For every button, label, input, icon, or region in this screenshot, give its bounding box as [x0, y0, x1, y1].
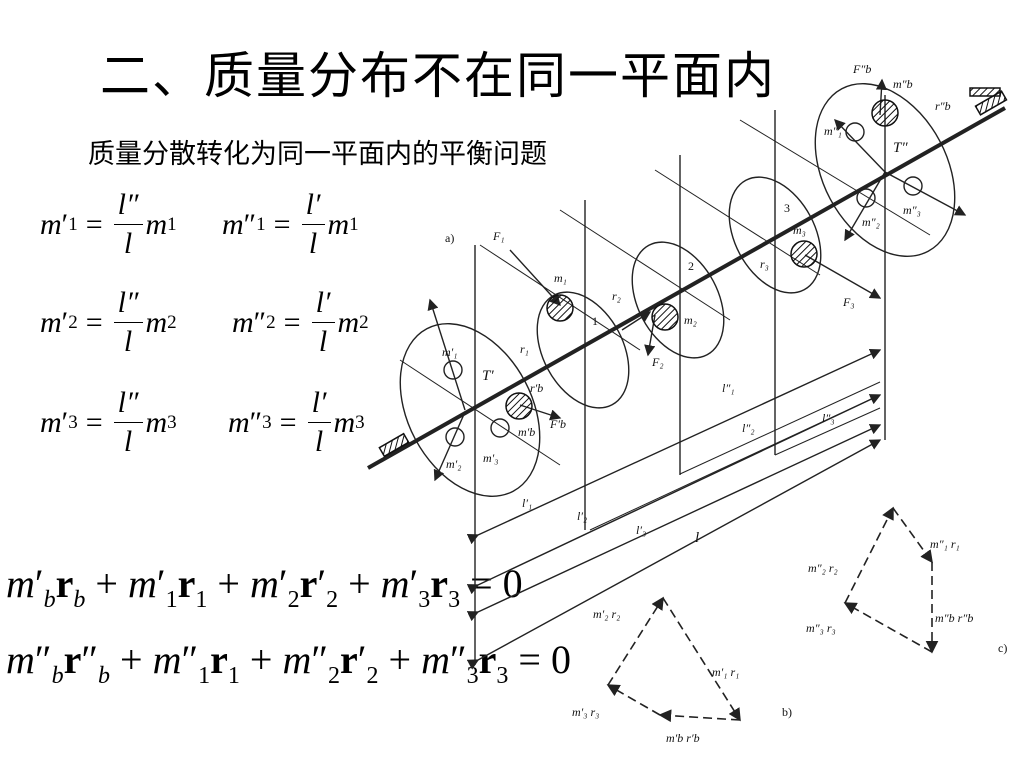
label-c: c): [998, 641, 1007, 655]
disk-2: [631, 241, 725, 359]
label-l-total: l: [695, 530, 699, 546]
label-a: a): [445, 231, 454, 245]
polygon-c-side: [892, 507, 933, 564]
label-l1-prime: l′₁: [522, 496, 532, 510]
label-m1-prime: m′₁: [442, 345, 457, 359]
force-F1: [509, 249, 561, 307]
label-m2-prime: m′₂: [446, 457, 461, 471]
label-mb-dprime: m″b: [893, 77, 913, 91]
label-disk-2: 2: [688, 259, 694, 273]
label-m3-dprime: m″₃: [903, 203, 921, 217]
label-m1: m₁: [554, 271, 567, 285]
label-b-m3r3: m′₃ r₃: [572, 705, 599, 719]
label-l3-dprime: l″₃: [822, 411, 835, 425]
label-rb-prime: r′b: [530, 381, 543, 395]
label-b-mbrb: m′b r′b: [666, 731, 700, 745]
label-m3-prime: m′₃: [483, 451, 498, 465]
label-c-mbrb: m″b r″b: [935, 611, 973, 625]
page-title: 二、质量分布不在同一平面内: [100, 47, 776, 105]
label-disk-1: 1: [592, 314, 598, 328]
label-c-m3r3: m″₃ r₃: [806, 621, 836, 635]
polygon-b-side: [662, 597, 741, 722]
label-mb-prime: m′b: [518, 425, 535, 439]
label-F1: F₁: [492, 229, 505, 243]
label-m3: m₃: [793, 223, 806, 237]
balance-plane-T-dprime: [814, 83, 956, 257]
label-b-m2r2: m′₂ r₂: [593, 607, 620, 621]
label-Fb-dprime: F″b: [852, 62, 871, 76]
label-T-prime: T′: [482, 368, 494, 384]
shaft: [367, 106, 1006, 470]
label-F3: F₃: [842, 295, 855, 309]
label-r1: r₁: [520, 342, 529, 356]
mass-mb-dprime: [871, 99, 899, 127]
label-r2: r₂: [612, 289, 621, 303]
label-F2: F₂: [651, 355, 664, 369]
label-l2-dprime: l″₂: [742, 421, 755, 435]
mass-m1: [546, 294, 574, 322]
page-subtitle: 质量分散转化为同一平面内的平衡问题: [88, 139, 547, 170]
label-b: b): [782, 705, 792, 719]
label-rb-dprime: r″b: [935, 99, 951, 113]
label-r3: r₃: [760, 257, 769, 271]
label-disk-3: 3: [784, 201, 790, 215]
label-Fb-prime: F′b: [549, 417, 566, 431]
mass-m2: [651, 303, 679, 331]
label-l1-dprime: l″₁: [722, 381, 735, 395]
mass-mb-prime: [505, 392, 533, 420]
disk-1: [536, 291, 630, 409]
label-m2: m₂: [684, 313, 697, 327]
label-b-m1r1: m′₁ r₁: [712, 665, 739, 679]
label-c-m1r1: m″₁ r₁: [930, 537, 960, 551]
label-m1-dprime: m″₁: [824, 124, 842, 138]
label-l2-prime: l′₂: [577, 509, 587, 523]
label-l3-prime: l′₃: [636, 523, 646, 537]
label-c-m2r2: m″₂ r₂: [808, 561, 838, 575]
label-m2-dprime: m″₂: [862, 215, 880, 229]
mass-m3: [790, 240, 818, 268]
label-T-dprime: T″: [893, 140, 908, 156]
